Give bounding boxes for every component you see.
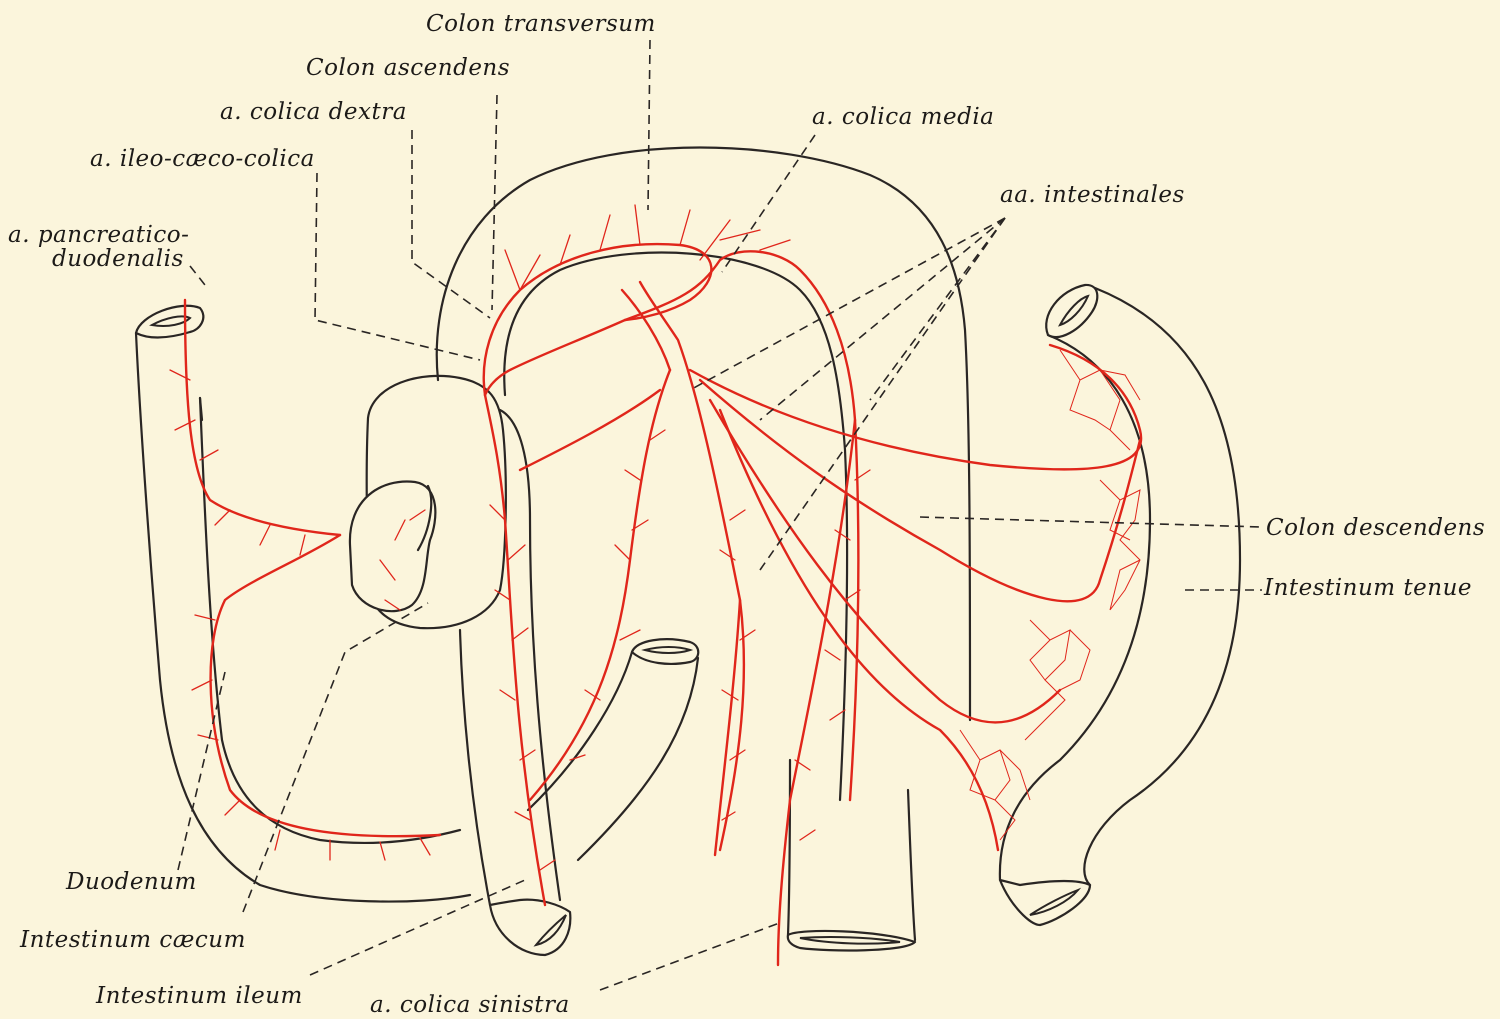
label-a-pancreatico-line2: duodenalis xyxy=(52,247,184,272)
middle-loop-lumen xyxy=(645,647,690,653)
label-intestinum-tenue: Intestinum tenue xyxy=(1264,576,1472,601)
leader-colon-transversum xyxy=(648,40,650,210)
label-aa-intestinales: aa. intestinales xyxy=(1000,183,1185,208)
label-a-pancreatico-line1: a. pancreatico- xyxy=(8,223,189,248)
label-a-colica-media: a. colica media xyxy=(812,105,994,130)
blood-vessels xyxy=(170,205,1141,965)
vessel-twigs xyxy=(170,205,870,870)
leader-colon-descendens xyxy=(920,517,1262,527)
main-trunk xyxy=(622,290,670,370)
label-duodenum: Duodenum xyxy=(66,870,197,895)
main-trunk-2 xyxy=(640,282,744,850)
ileocolic-branch-2 xyxy=(530,370,670,800)
a-pancreatico-duodenalis xyxy=(185,300,340,535)
ileum-outer xyxy=(500,410,560,900)
label-a-ileo-caeco-colica: a. ileo-cæco-colica xyxy=(90,147,315,172)
label-a-colica-sinistra: a. colica sinistra xyxy=(370,993,570,1018)
label-colon-descendens: Colon descendens xyxy=(1266,516,1485,541)
ileum-inner xyxy=(460,630,490,905)
leader-pancreatico xyxy=(190,266,205,285)
leader-colon-ascendens xyxy=(492,95,497,310)
leader-intestinales-3 xyxy=(870,218,1005,400)
aa-intestinales-3 xyxy=(710,400,1060,722)
right-tube-bottom-opening xyxy=(1000,880,1090,925)
leader-colica-sinistra xyxy=(600,922,782,990)
label-colon-ascendens: Colon ascendens xyxy=(306,56,510,81)
middle-loop-inner xyxy=(578,658,698,860)
aa-intestinales-1 xyxy=(690,345,1141,469)
leader-duodenum xyxy=(178,672,225,870)
colon-transversum-outer xyxy=(437,148,970,721)
right-tube-inner xyxy=(1000,335,1150,880)
leader-ileum xyxy=(310,880,525,975)
label-intestinum-caecum: Intestinum cæcum xyxy=(20,928,246,953)
a-colica-media-arcade xyxy=(484,244,712,395)
bottom-tube-right xyxy=(908,790,915,940)
aa-intestinales-4 xyxy=(720,410,998,850)
bottom-tube-left xyxy=(788,760,790,935)
leader-caecum xyxy=(243,603,428,912)
vessel-network xyxy=(960,350,1140,840)
label-intestinum-ileum: Intestinum ileum xyxy=(96,984,303,1009)
ileocolic-branch xyxy=(520,390,660,470)
label-a-colica-dextra: a. colica dextra xyxy=(220,100,407,125)
label-colon-transversum: Colon transversum xyxy=(426,12,656,37)
